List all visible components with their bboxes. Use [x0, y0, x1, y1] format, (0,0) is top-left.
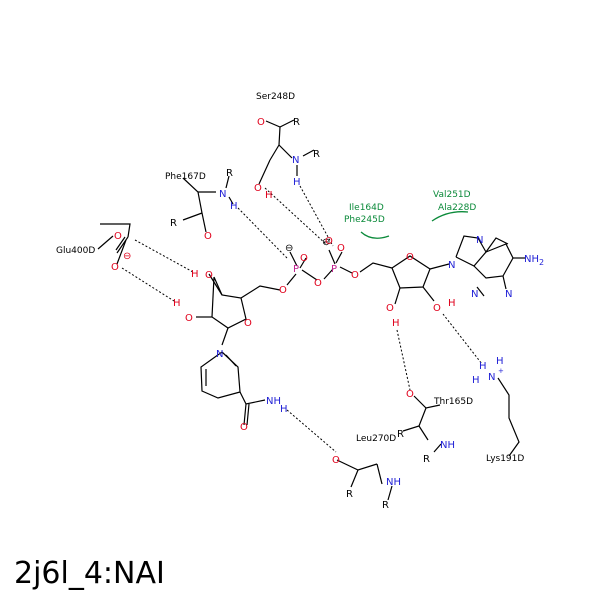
glu-charge: ⊖ — [123, 251, 131, 262]
phe-n-r: R — [226, 168, 233, 179]
rib2-o5: O — [351, 270, 359, 281]
rib1-o3: O — [205, 270, 213, 281]
leu-carbonyl-o: O — [332, 455, 340, 466]
amide-h: H — [280, 404, 288, 415]
phosphorus-a: P — [293, 264, 299, 275]
residue-phe167: Phe167D — [165, 172, 206, 182]
pb-o-minus: O — [325, 236, 333, 247]
adenine-n1: N — [505, 289, 512, 300]
residue-ala228: Ala228D — [438, 203, 476, 213]
ser-n-h: H — [293, 177, 301, 188]
pb-o-double: O — [337, 243, 345, 254]
residue-lys191: Lys191D — [486, 454, 524, 464]
pb-charge: ⊖ — [322, 237, 330, 248]
rib1-o3-h: H — [191, 269, 199, 280]
ser-n-r: R — [313, 149, 320, 160]
leu-nh: NH — [386, 477, 401, 488]
ile-phe-contact-arc — [360, 231, 390, 239]
thr-r-group: R — [397, 429, 404, 440]
glu-o1: O — [114, 231, 122, 242]
page-title: 2j6l_4:NAI — [14, 556, 165, 591]
rib1-o5: O — [279, 285, 287, 296]
residue-ile164: Ile164D — [349, 203, 384, 213]
amide-o: O — [240, 422, 248, 433]
bonds — [97, 119, 526, 501]
rib2-o3-h: H — [392, 318, 400, 329]
thr-nh: NH — [440, 440, 455, 451]
residue-ser248: Ser248D — [256, 92, 295, 102]
residue-val251: Val251D — [433, 190, 471, 200]
pa-o-double: O — [300, 253, 308, 264]
phe-r-group: R — [170, 218, 177, 229]
lys-nz: N — [488, 372, 495, 383]
phe-n: N — [219, 189, 226, 200]
thr-carbonyl-o: O — [406, 389, 414, 400]
residue-thr165: Thr165D — [433, 397, 473, 407]
nicotinamide-n1: N — [216, 349, 223, 360]
bridge-o: O — [314, 278, 322, 289]
rib1-o2-h: H — [173, 298, 181, 309]
adenine-n7: N — [476, 235, 483, 246]
rib2-ring-o: O — [406, 252, 414, 263]
glu-o2: O — [111, 262, 119, 273]
pa-charge: ⊖ — [285, 243, 293, 254]
lys-h-top: H — [496, 356, 504, 367]
phe-n-h: H — [230, 201, 238, 212]
ser-og-h: H — [265, 190, 273, 201]
rib2-o3: O — [386, 303, 394, 314]
atom-labels: O R N R H O H R N H R O O O ⊖ H O H O O … — [111, 117, 544, 511]
hydrophobic-contacts — [360, 211, 469, 239]
lys-h-bottom: H — [472, 375, 480, 386]
phe-carbonyl-o: O — [204, 231, 212, 242]
residue-labels: Ser248D Phe167D Glu400D Ile164D Phe245D … — [56, 92, 524, 464]
residue-leu270: Leu270D — [356, 434, 396, 444]
adenine-n9: N — [448, 260, 455, 271]
ser-og: O — [254, 183, 262, 194]
hydrogen-bonds — [121, 185, 483, 453]
rib1-ring-o: O — [244, 318, 252, 329]
rib2-o2-h: H — [448, 298, 456, 309]
amide-nh: NH — [266, 396, 281, 407]
ser-n: N — [292, 155, 299, 166]
leu-r-group: R — [346, 489, 353, 500]
adenine-n3: N — [471, 289, 478, 300]
residue-glu400: Glu400D — [56, 246, 95, 256]
ser-r-group: R — [293, 117, 300, 128]
thr-n-r: R — [423, 454, 430, 465]
val-ala-contact-arc — [431, 211, 469, 222]
adenine-nh2: NH2 — [524, 254, 544, 267]
phosphorus-b: P — [331, 264, 337, 275]
lys-plus-charge: + — [498, 367, 504, 375]
lys-h-left: H — [479, 361, 487, 372]
residue-phe245: Phe245D — [344, 215, 385, 225]
ser-carbonyl-o: O — [257, 117, 265, 128]
leu-n-r: R — [382, 500, 389, 511]
rib1-o2: O — [185, 313, 193, 324]
rib2-o2: O — [433, 303, 441, 314]
